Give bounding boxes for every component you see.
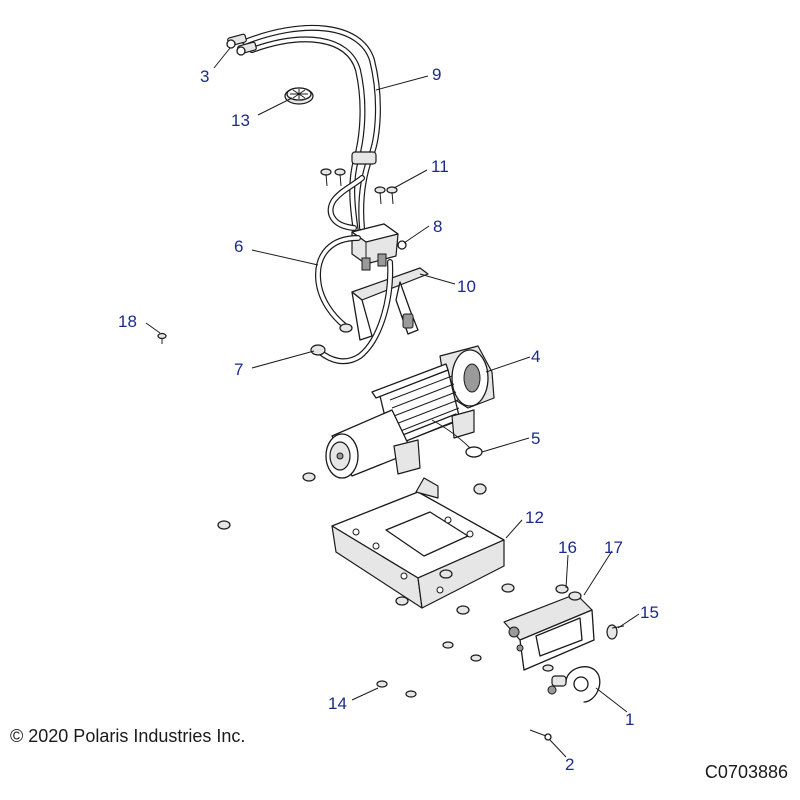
bottom-bolts xyxy=(376,641,554,698)
fairlead-part-17 xyxy=(503,584,595,671)
callout-1: 1 xyxy=(625,710,634,729)
callout-5: 5 xyxy=(531,429,540,448)
callout-11: 11 xyxy=(431,157,449,176)
cable-loop-part-5 xyxy=(431,419,483,458)
bolt-hardware xyxy=(217,472,487,530)
callouts: 1 2 3 4 5 6 7 8 9 10 11 12 13 14 15 16 1… xyxy=(118,65,659,774)
callout-3: 3 xyxy=(200,67,209,86)
shackle-part-1 xyxy=(547,666,601,703)
callout-7: 7 xyxy=(234,360,243,379)
callout-13: 13 xyxy=(231,111,250,130)
callout-10: 10 xyxy=(457,277,476,296)
callout-6: 6 xyxy=(234,237,243,256)
cable-part-6 xyxy=(315,175,365,333)
copyright-notice: © 2020 Polaris Industries Inc. xyxy=(10,726,246,746)
plate-hardware xyxy=(395,569,515,615)
callout-9: 9 xyxy=(432,65,441,84)
bolt-part-15 xyxy=(606,624,625,640)
callout-14: 14 xyxy=(328,694,347,713)
contactor-part-8 xyxy=(351,223,407,271)
callout-15: 15 xyxy=(640,603,659,622)
drawing-number: C0703886 xyxy=(704,762,788,782)
mounting-plate-part-12 xyxy=(331,477,505,609)
callout-2: 2 xyxy=(565,755,574,774)
callout-8: 8 xyxy=(433,217,442,236)
pin-part-2 xyxy=(529,729,552,741)
callout-18: 18 xyxy=(118,312,137,331)
grommet-part-13 xyxy=(284,87,314,105)
callout-17: 17 xyxy=(604,538,623,557)
callout-16: 16 xyxy=(558,538,577,557)
winch-part-4 xyxy=(325,345,495,479)
leader-lines xyxy=(145,47,640,758)
cable-part-7 xyxy=(310,259,394,365)
callout-12: 12 xyxy=(525,508,544,527)
screws-part-11 xyxy=(320,168,398,205)
callout-4: 4 xyxy=(531,347,540,366)
ring-terminal-part-3 xyxy=(226,39,246,56)
screw-part-18 xyxy=(157,332,167,344)
